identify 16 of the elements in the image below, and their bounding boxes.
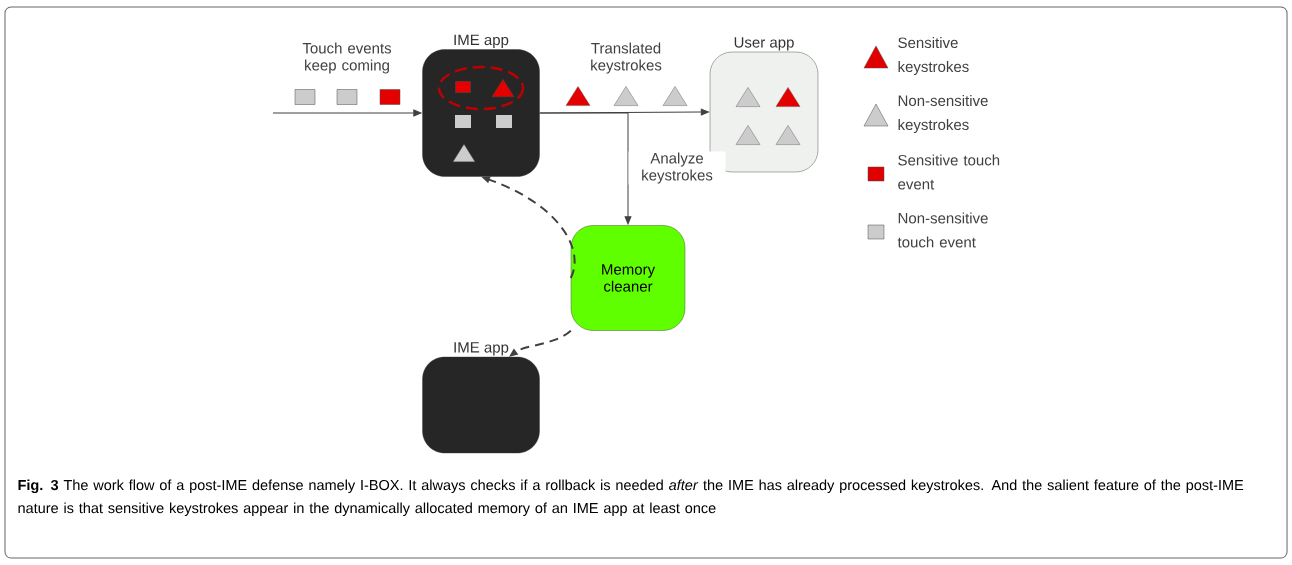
app-box: IME app [422, 34, 540, 177]
app-box: IME app [422, 342, 540, 454]
arrow [539, 112, 632, 225]
arrow [272, 109, 422, 117]
app-box: Memory cleaner [570, 225, 686, 331]
edge-label: Translated keystrokes [591, 42, 662, 74]
legend-label: Sensitive touch event [898, 154, 1000, 190]
edge-label: Touch events keep coming [302, 42, 392, 74]
node-label: IME app [454, 342, 509, 356]
legend-label: Non-sensitive keystrokes [898, 95, 988, 133]
edge-label: Analyze keystrokes [642, 152, 713, 184]
node-label: IME app [454, 34, 509, 49]
node-label: User app [734, 37, 794, 51]
legend-label: Sensitive keystrokes [898, 37, 969, 75]
legend-label: Non-sensitive touch event [897, 212, 988, 248]
caption: Fig. 3 The work flow of a post-IME defense namely I-BOX. It always checks if a rollback is needed after the IME has already processed keystrokes. And the salient feature of the post-IME nature is that sensitive keystrokes appear in the dynamically allocated memory of an IME app at least once [18, 479, 1244, 517]
